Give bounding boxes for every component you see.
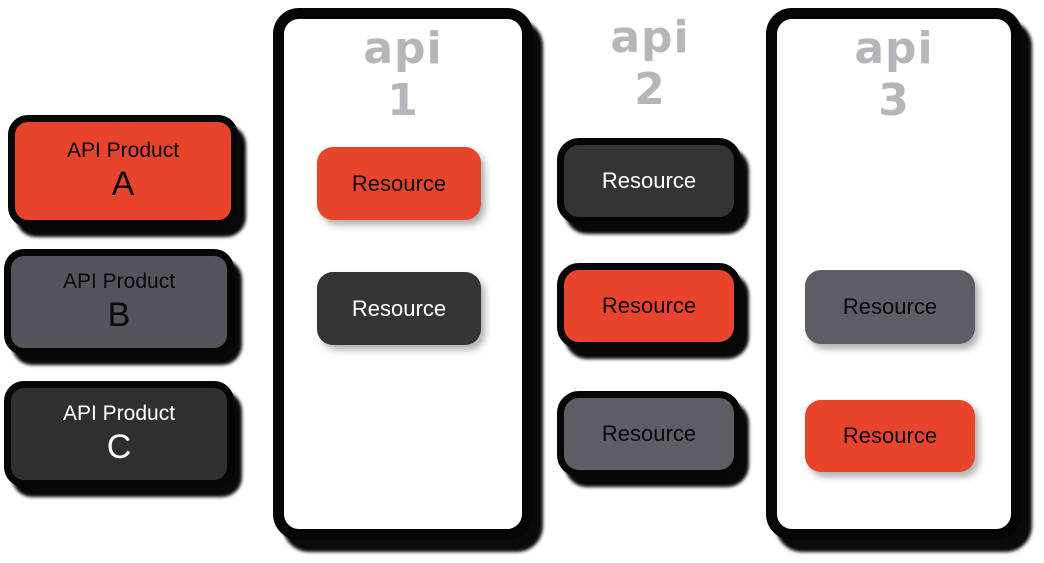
api-product-c-letter: C <box>106 427 132 466</box>
api-2-resource-2: Resource <box>557 263 741 349</box>
api-3-panel: api 3 Resource Resource <box>766 8 1022 540</box>
api-product-a-letter: A <box>111 164 135 203</box>
api-2-title-name: api <box>610 12 690 63</box>
api-3-title-name: api <box>854 23 934 74</box>
api-product-b-label: API Product <box>62 270 176 294</box>
api-1-resource-1: Resource <box>317 147 481 220</box>
api-3-title-number: 3 <box>878 74 910 126</box>
api-1-panel: api 1 Resource Resource <box>273 8 533 540</box>
api-3-resource-2: Resource <box>805 400 975 472</box>
api-product-b-letter: B <box>107 295 131 334</box>
api-product-c-box: API Product C <box>4 381 234 487</box>
api-2-title-number: 2 <box>634 63 666 115</box>
api-3-title: api 3 <box>777 23 1011 127</box>
api-1-title-name: api <box>363 23 443 74</box>
api-product-a-box: API Product A <box>8 115 238 227</box>
api-3-resource-1: Resource <box>805 270 975 344</box>
api-1-title-number: 1 <box>387 74 419 126</box>
api-2-resource-3: Resource <box>557 391 741 477</box>
api-1-title: api 1 <box>284 23 522 127</box>
api-1-resource-2: Resource <box>317 272 481 345</box>
api-2-title: api 2 <box>575 12 725 116</box>
api-2-resource-1: Resource <box>557 138 741 224</box>
api-product-a-label: API Product <box>66 139 180 163</box>
api-product-c-label: API Product <box>62 402 176 426</box>
api-product-b-box: API Product B <box>4 249 234 355</box>
